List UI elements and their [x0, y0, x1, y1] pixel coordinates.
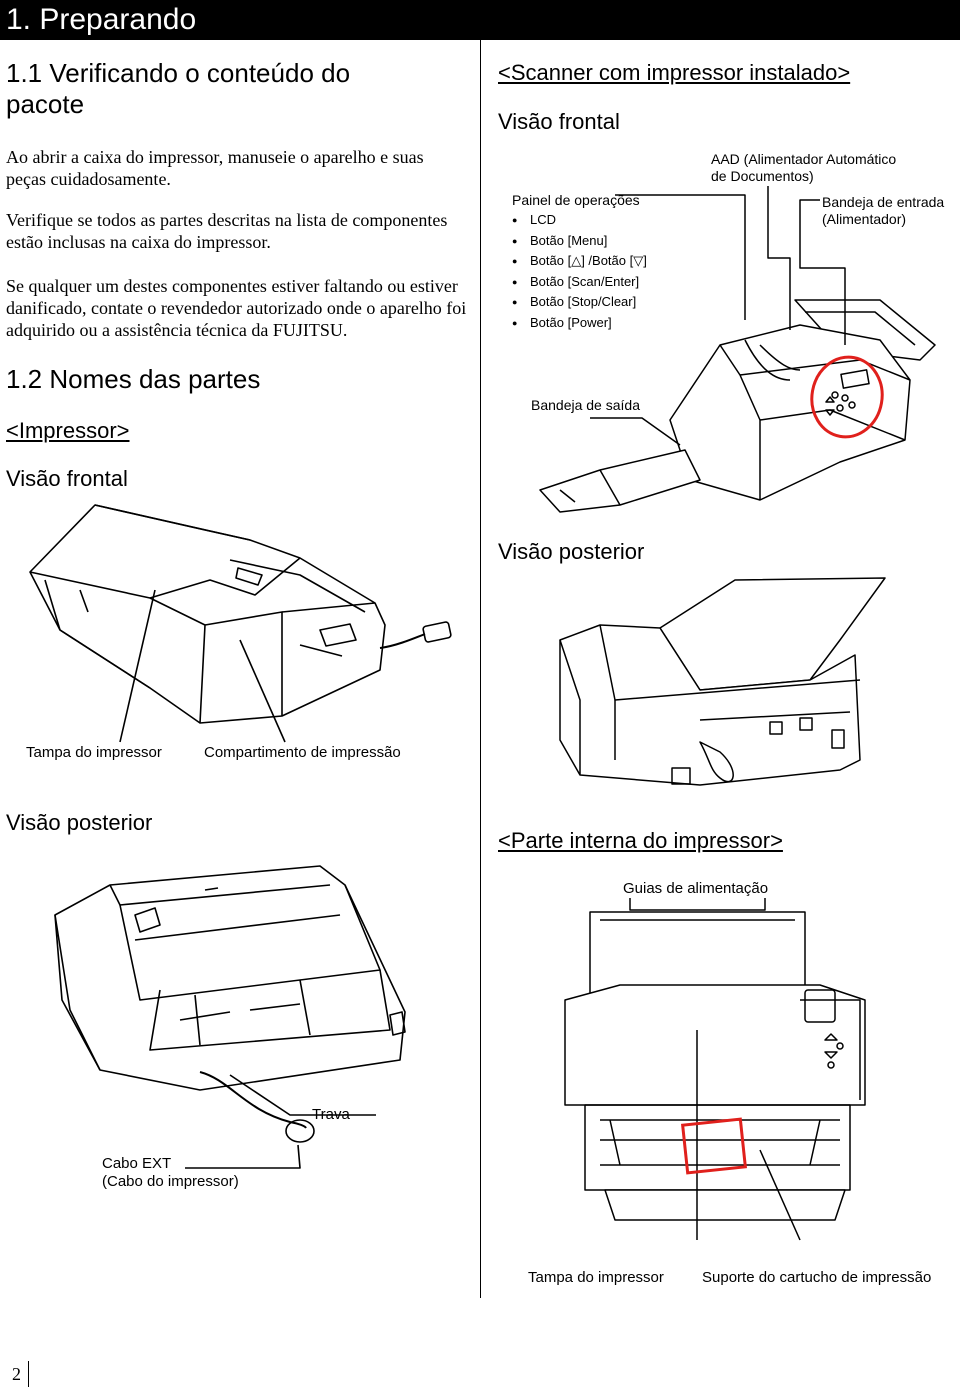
inner-section-title: <Parte interna do impressor> — [498, 828, 783, 853]
section-1-1-heading: 1.1 Verificando o conteúdo do pacote — [6, 58, 350, 120]
label-printer-cover: Tampa do impressor — [26, 744, 162, 761]
panel-item-scan: Botão [Scan/Enter] — [512, 272, 647, 293]
label-input-tray-line-1: Bandeja de entrada — [822, 194, 945, 210]
label-output-tray: Bandeja de saída — [531, 397, 640, 413]
panel-item-updown: Botão [△] /Botão [▽] — [512, 251, 647, 272]
printer-front-view-title: Visão frontal — [6, 466, 128, 491]
chapter-header: 1. Preparando — [0, 0, 960, 40]
label-feed-guides: Guias de alimentação — [623, 880, 769, 897]
label-adf: AAD (Alimentador Automático de Documento… — [711, 151, 896, 185]
label-input-tray-line-2: (Alimentador) — [822, 211, 907, 227]
label-ext-cable-line-2: (Cabo do impressor) — [102, 1173, 239, 1190]
scanner-section-title: <Scanner com impressor instalado> — [498, 60, 851, 85]
label-input-tray: Bandeja de entrada (Alimentador) — [822, 194, 944, 228]
label-adf-line-2: de Documentos) — [711, 168, 814, 184]
paragraph-missing-parts: Se qualquer um destes componentes estive… — [6, 276, 467, 340]
page-number: 2 — [12, 1364, 21, 1384]
printer-title: <Impressor> — [6, 418, 130, 443]
chapter-title: 1. Preparando — [6, 3, 197, 36]
column-divider — [480, 40, 481, 1298]
operator-panel-list: LCD Botão [Menu] Botão [△] /Botão [▽] Bo… — [512, 210, 647, 333]
section-1-2-heading: 1.2 Nomes das partes — [6, 364, 261, 394]
label-ext-cable: Cabo EXT (Cabo do impressor) — [102, 1155, 239, 1191]
label-ext-cable-line-1: Cabo EXT — [102, 1155, 172, 1172]
scanner-rear-view-title: Visão posterior — [498, 539, 645, 564]
paragraph-open-box: Ao abrir a caixa do impressor, manuseie … — [6, 147, 424, 189]
page-number-divider — [28, 1361, 29, 1387]
panel-item-stop: Botão [Stop/Clear] — [512, 292, 647, 313]
label-print-compartment: Compartimento de impressão — [204, 744, 401, 761]
heading-line-2: pacote — [6, 89, 85, 119]
label-adf-line-1: AAD (Alimentador Automático — [711, 151, 897, 167]
label-operator-panel: Painel de operações — [512, 192, 640, 208]
panel-item-power: Botão [Power] — [512, 313, 647, 334]
label-lock: Trava — [312, 1106, 350, 1123]
label-inner-printer-cover: Tampa do impressor — [528, 1269, 664, 1286]
label-cartridge-holder: Suporte do cartucho de impressão — [702, 1269, 932, 1286]
heading-line-1: 1.1 Verificando o conteúdo do — [6, 58, 351, 88]
printer-rear-view-title: Visão posterior — [6, 810, 153, 835]
panel-item-lcd: LCD — [512, 210, 647, 231]
panel-item-menu: Botão [Menu] — [512, 231, 647, 252]
scanner-front-view-title: Visão frontal — [498, 109, 620, 134]
paragraph-check-parts: Verifique se todos as partes descritas n… — [6, 210, 448, 252]
